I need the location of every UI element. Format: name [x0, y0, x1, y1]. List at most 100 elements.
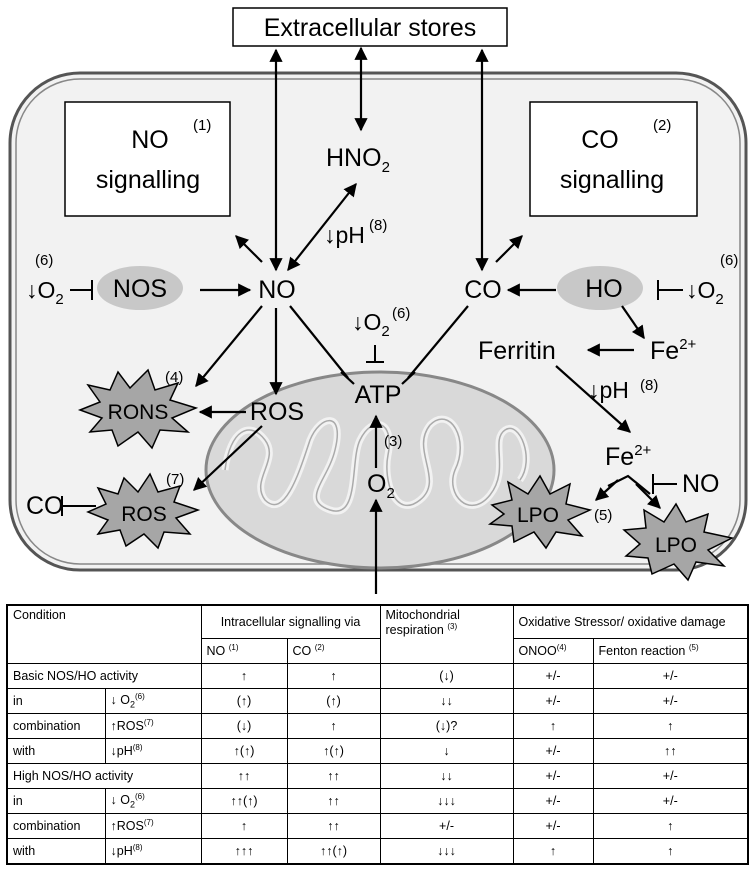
- lpo-label-1: LPO: [517, 504, 559, 527]
- table-row: with↓pH(8)↑↑↑↑↑(↑)↓↓↓↑↑: [6, 838, 749, 865]
- no-signalling-title: NO: [131, 126, 169, 154]
- header-co: CO (2): [286, 638, 381, 664]
- atp-label: ATP: [355, 381, 402, 409]
- table-cell: ↓: [379, 738, 514, 764]
- ros-burst: [86, 472, 201, 550]
- nos-enzyme: [97, 266, 183, 310]
- ros-burst-ref: (7): [166, 471, 184, 488]
- table-row: combination↑ROS(7)↑↑↑+/-+/-↑: [6, 813, 749, 839]
- o2-label: O2: [367, 470, 395, 502]
- table-cell: ↓↓↓: [379, 838, 514, 865]
- table-row: combination↑ROS(7)(↓)↑(↓)?↑↑: [6, 713, 749, 739]
- condition-cell: ↓pH(8): [104, 738, 202, 764]
- combination-label: with: [6, 738, 106, 764]
- combination-label: in: [6, 688, 106, 714]
- rons-ref: (4): [165, 369, 183, 386]
- atp-o2-ref: (6): [392, 305, 410, 322]
- fe-top-label: Fe2+: [650, 336, 697, 365]
- no-right-label: NO: [682, 470, 720, 498]
- no-signalling-title-2: signalling: [96, 166, 200, 194]
- co-signalling-title: CO: [581, 126, 619, 154]
- rons-burst: [77, 368, 199, 450]
- combination-label: combination: [6, 713, 106, 739]
- table-cell: ↑: [592, 713, 749, 739]
- table-cell: (↓): [200, 713, 288, 739]
- lpo-burst-2: [622, 502, 735, 582]
- table-row: with↓pH(8)↑(↑)↑(↑)↓+/-↑↑: [6, 738, 749, 764]
- condition-cell: ↓ O2(6): [104, 788, 202, 814]
- combination-label: combination: [6, 813, 106, 839]
- table-cell: ↓↓: [379, 763, 514, 789]
- table-cell: (↑): [200, 688, 288, 714]
- header-no: NO (1): [200, 638, 288, 664]
- table-cell: +/-: [592, 763, 749, 789]
- extracellular-stores-box: [232, 7, 508, 47]
- no-signalling-box: [64, 101, 231, 217]
- rons-label: RONS: [108, 401, 169, 424]
- table-cell: ↑↑: [286, 763, 381, 789]
- ph-right-ref: (8): [640, 377, 658, 394]
- table-cell: ↑↑(↑): [286, 838, 381, 865]
- table-cell: ↑: [512, 838, 594, 865]
- table-cell: ↑↑: [286, 813, 381, 839]
- ph-left-label: ↓pH: [324, 222, 365, 248]
- condition-cell: ↓pH(8): [104, 838, 202, 865]
- table-cell: +/-: [592, 788, 749, 814]
- lpo-burst-1: [487, 474, 593, 550]
- table-row: High NOS/HO activity↑↑↑↑↓↓+/-+/-: [6, 763, 749, 789]
- lpo-label-2: LPO: [655, 534, 697, 557]
- table-cell: ↑: [286, 713, 381, 739]
- header-mito: Mitochondrial respiration (3): [379, 604, 514, 664]
- table-cell: ↑(↑): [286, 738, 381, 764]
- co-label: CO: [464, 276, 502, 304]
- co-signalling-ref: (2): [653, 117, 671, 134]
- co-signalling-box: [529, 101, 698, 217]
- co-signalling-title-2: signalling: [560, 166, 664, 194]
- co-left-label: CO: [26, 492, 64, 520]
- combination-label: in: [6, 788, 106, 814]
- table-cell: ↑(↑): [200, 738, 288, 764]
- header-onoo: ONOO(4): [512, 638, 594, 664]
- table-row: Basic NOS/HO activity↑↑(↓)+/-+/-: [6, 663, 749, 689]
- table-cell: ↑↑(↑): [200, 788, 288, 814]
- header-signalling: Intracellular signalling via: [200, 604, 381, 639]
- combination-label: with: [6, 838, 106, 865]
- table-cell: ↑: [592, 813, 749, 839]
- table-row: in↓ O2(6)↑↑(↑)↑↑↓↓↓+/-+/-: [6, 788, 749, 814]
- table-cell: +/-: [512, 688, 594, 714]
- lpo-ref: (5): [594, 507, 612, 524]
- ferritin-label: Ferritin: [478, 337, 556, 365]
- fe-bottom-label: Fe2+: [605, 442, 652, 471]
- condition-cell: ↓ O2(6): [104, 688, 202, 714]
- condition-cell: ↑ROS(7): [104, 813, 202, 839]
- ho-o2-ref: (6): [720, 252, 738, 269]
- table-cell: ↑↑: [286, 788, 381, 814]
- table-cell: ↑: [200, 813, 288, 839]
- pathway-diagram: Extracellular stores NO signalling (1) C…: [8, 7, 748, 594]
- table-cell: (↓): [379, 663, 514, 689]
- table-cell: ↑↑: [592, 738, 749, 764]
- table-cell: ↑: [200, 663, 288, 689]
- table-cell: +/-: [512, 788, 594, 814]
- table-row: in↓ O2(6)(↑)(↑)↓↓+/-+/-: [6, 688, 749, 714]
- mito-ref: (3): [384, 433, 402, 450]
- table-cell: +/-: [512, 663, 594, 689]
- table-cell: +/-: [512, 738, 594, 764]
- table-cell: ↑: [592, 838, 749, 865]
- header-oxid: Oxidative Stressor/ oxidative damage: [512, 604, 749, 639]
- table-cell: ↑↑↑: [200, 838, 288, 865]
- nos-o2-ref: (6): [35, 252, 53, 269]
- summary-table: Condition Intracellular signalling via M…: [6, 604, 750, 865]
- table-cell: +/-: [379, 813, 514, 839]
- table-cell: ↓↓: [379, 688, 514, 714]
- nos-label: NOS: [113, 275, 167, 303]
- ph-right-label: ↓pH: [588, 377, 629, 403]
- group-title: High NOS/HO activity: [6, 763, 202, 789]
- group-title: Basic NOS/HO activity: [6, 663, 202, 689]
- ph-left-ref: (8): [369, 217, 387, 234]
- hno2-label: HNO2: [326, 144, 390, 176]
- nos-o2-label: ↓O2: [26, 277, 64, 308]
- ho-label: HO: [585, 275, 623, 303]
- table-cell: ↑↑: [200, 763, 288, 789]
- table-cell: +/-: [512, 763, 594, 789]
